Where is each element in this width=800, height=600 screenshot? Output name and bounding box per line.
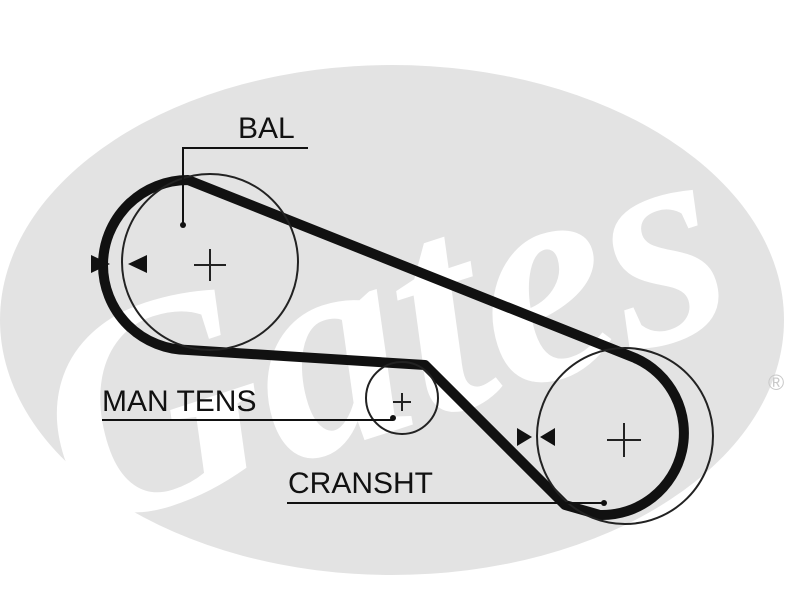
alignment-marker-crankshaft: [517, 428, 555, 446]
manual-tensioner: [365, 361, 439, 435]
alignment-arrow-right-icon: [91, 255, 110, 273]
man-tens-label: MAN TENS: [102, 385, 256, 418]
crankshaft-pulley: [536, 347, 714, 525]
logo-ellipse: [0, 65, 784, 575]
balance-shaft-center-cross: [194, 249, 226, 281]
alignment-arrow-left-icon: [540, 428, 555, 446]
alignment-marker-balance: [91, 255, 147, 273]
balance-shaft-pulley: [121, 173, 299, 351]
manual-tensioner-outline: [365, 361, 439, 435]
alignment-arrow-left-icon: [128, 255, 147, 273]
balance-shaft-pulley-outline: [121, 173, 299, 351]
bal-leader-line: [182, 147, 308, 225]
registered-mark: ®: [768, 370, 784, 395]
crankshaft-pulley-outline: [536, 347, 714, 525]
timing-belt: [98, 175, 689, 521]
gates-logo-watermark: Gates: [0, 63, 784, 595]
cransht-label: CRANSHT: [288, 467, 433, 500]
bal-label: BAL: [238, 112, 295, 145]
crankshaft-center-cross: [607, 423, 641, 457]
manual-tensioner-center-cross: [393, 393, 411, 411]
alignment-arrow-right-icon: [517, 428, 532, 446]
